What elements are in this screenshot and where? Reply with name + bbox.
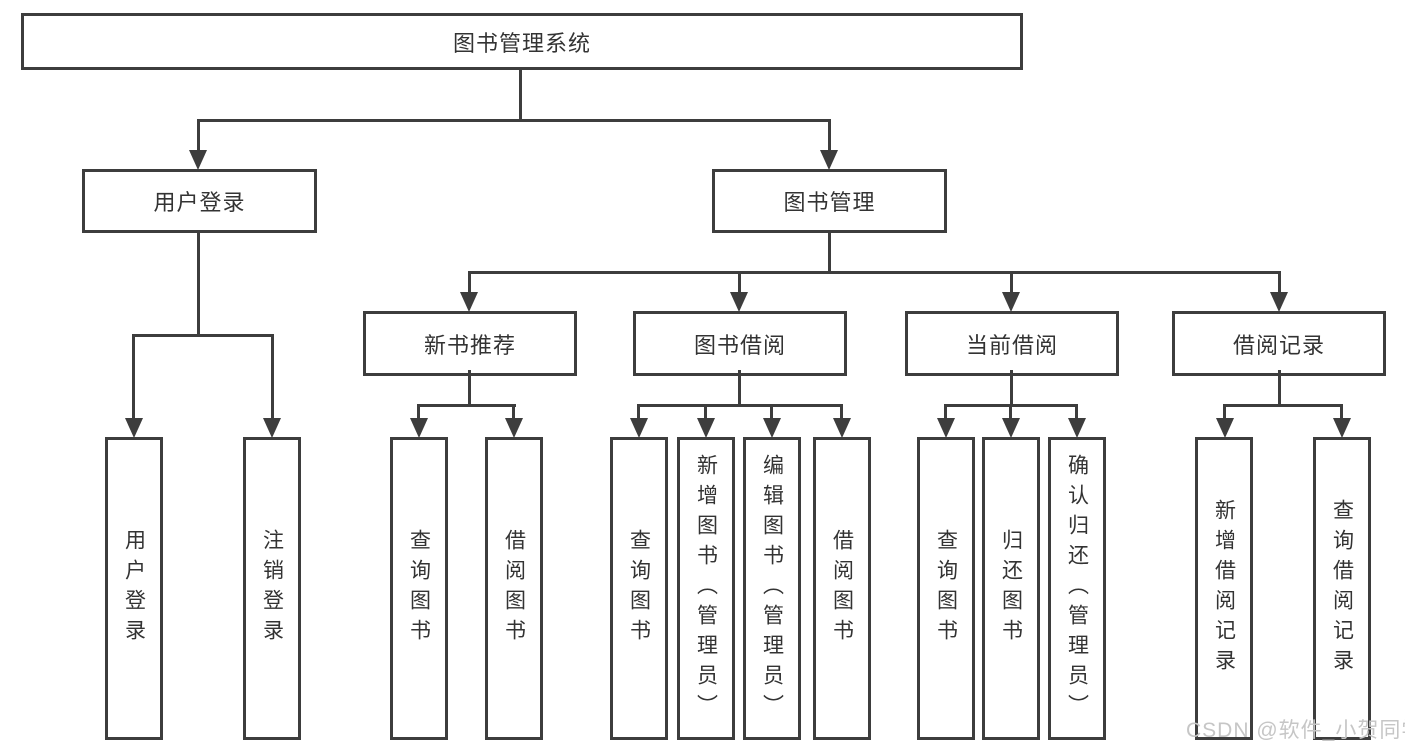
connector-g3-stem-2 — [1009, 404, 1012, 422]
connector-l2-stem-2 — [738, 271, 741, 296]
leaf-user-login: 用户登录 — [105, 437, 163, 740]
node-root: 图书管理系统 — [21, 13, 1023, 70]
arrowhead-query-borrow-record — [1333, 418, 1351, 438]
connector-l2-stem-4 — [1278, 271, 1281, 296]
arrowhead-edit-books — [763, 418, 781, 438]
leaf-logout: 注销登录 — [243, 437, 301, 740]
connector-g1-trunk — [468, 370, 471, 407]
connector-user-trunk — [197, 233, 200, 337]
arrowhead-add-books — [697, 418, 715, 438]
leaf-label: 注销登录 — [260, 528, 284, 649]
arrowhead-leaf-user-login — [125, 418, 143, 438]
arrowhead-query-books-2 — [630, 418, 648, 438]
connector-root-trunk — [519, 70, 522, 121]
connector-g2-stem-4 — [840, 404, 843, 422]
node-current-borrow: 当前借阅 — [905, 311, 1119, 376]
connector-l1-bar — [197, 119, 831, 122]
connector-g4-bar — [1223, 404, 1343, 407]
connector-g1-stem-2 — [512, 404, 515, 422]
node-book-mgmt: 图书管理 — [712, 169, 947, 233]
leaf-query-books-3: 查询图书 — [917, 437, 975, 740]
leaf-label: 查询借阅记录 — [1330, 498, 1354, 679]
leaf-return-books: 归还图书 — [982, 437, 1040, 740]
leaf-label: 查询图书 — [407, 528, 431, 649]
connector-l2-stem-3 — [1010, 271, 1013, 296]
connector-book-trunk — [828, 233, 831, 274]
leaf-add-borrow-record: 新增借阅记录 — [1195, 437, 1253, 740]
leaf-add-books-admin: 新增图书（管理员） — [677, 437, 735, 740]
arrowhead-add-borrow-record — [1216, 418, 1234, 438]
connector-l2-bar — [469, 271, 1281, 274]
leaf-confirm-return-admin: 确认归还（管理员） — [1048, 437, 1106, 740]
connector-g4-stem-1 — [1223, 404, 1226, 422]
connector-l1-stem-user — [197, 119, 200, 153]
node-user-login: 用户登录 — [82, 169, 317, 233]
connector-g2-bar — [637, 404, 843, 407]
connector-user-stem-1 — [132, 334, 135, 421]
arrowhead-leaf-logout — [263, 418, 281, 438]
connector-g1-bar — [417, 404, 516, 407]
connector-l2-stem-1 — [468, 271, 471, 296]
connector-g2-trunk — [738, 370, 741, 407]
arrowhead-current-borrow — [1002, 292, 1020, 312]
leaf-label: 查询图书 — [934, 528, 958, 649]
arrowhead-book-borrow — [730, 292, 748, 312]
connector-g3-trunk — [1010, 370, 1013, 407]
leaf-label: 查询图书 — [627, 528, 651, 649]
connector-g3-stem-1 — [944, 404, 947, 422]
connector-user-bar — [132, 334, 274, 337]
leaf-label: 借阅图书 — [502, 528, 526, 649]
leaf-label: 用户登录 — [122, 528, 146, 649]
arrowhead-query-books-1 — [410, 418, 428, 438]
arrowhead-query-books-3 — [937, 418, 955, 438]
connector-user-stem-2 — [271, 334, 274, 421]
connector-l1-stem-book — [828, 119, 831, 153]
leaf-label: 新增借阅记录 — [1212, 498, 1236, 679]
leaf-query-books-1: 查询图书 — [390, 437, 448, 740]
leaf-label: 新增图书（管理员） — [694, 453, 718, 724]
connector-g2-stem-2 — [704, 404, 707, 422]
csdn-watermark: CSDN @软件_小贺同学 — [1186, 719, 1405, 742]
arrowhead-borrow-books-2 — [833, 418, 851, 438]
arrowhead-confirm-return — [1068, 418, 1086, 438]
leaf-label: 借阅图书 — [830, 528, 854, 649]
arrowhead-return-books — [1002, 418, 1020, 438]
leaf-borrow-books-2: 借阅图书 — [813, 437, 871, 740]
node-new-books: 新书推荐 — [363, 311, 577, 376]
leaf-label: 归还图书 — [999, 528, 1023, 649]
connector-g4-trunk — [1278, 370, 1281, 407]
connector-g2-stem-3 — [770, 404, 773, 422]
node-book-borrow: 图书借阅 — [633, 311, 847, 376]
leaf-edit-books-admin: 编辑图书（管理员） — [743, 437, 801, 740]
leaf-query-borrow-record: 查询借阅记录 — [1313, 437, 1371, 740]
connector-g1-stem-1 — [417, 404, 420, 422]
arrowhead-borrow-books-1 — [505, 418, 523, 438]
connector-g3-stem-3 — [1075, 404, 1078, 422]
arrowhead-user-login — [189, 150, 207, 170]
leaf-borrow-books-1: 借阅图书 — [485, 437, 543, 740]
arrowhead-book-mgmt — [820, 150, 838, 170]
node-borrow-records: 借阅记录 — [1172, 311, 1386, 376]
connector-g4-stem-2 — [1340, 404, 1343, 422]
arrowhead-new-books — [460, 292, 478, 312]
leaf-label: 确认归还（管理员） — [1065, 453, 1089, 724]
connector-g2-stem-1 — [637, 404, 640, 422]
arrowhead-borrow-records — [1270, 292, 1288, 312]
leaf-label: 编辑图书（管理员） — [760, 453, 784, 724]
leaf-query-books-2: 查询图书 — [610, 437, 668, 740]
